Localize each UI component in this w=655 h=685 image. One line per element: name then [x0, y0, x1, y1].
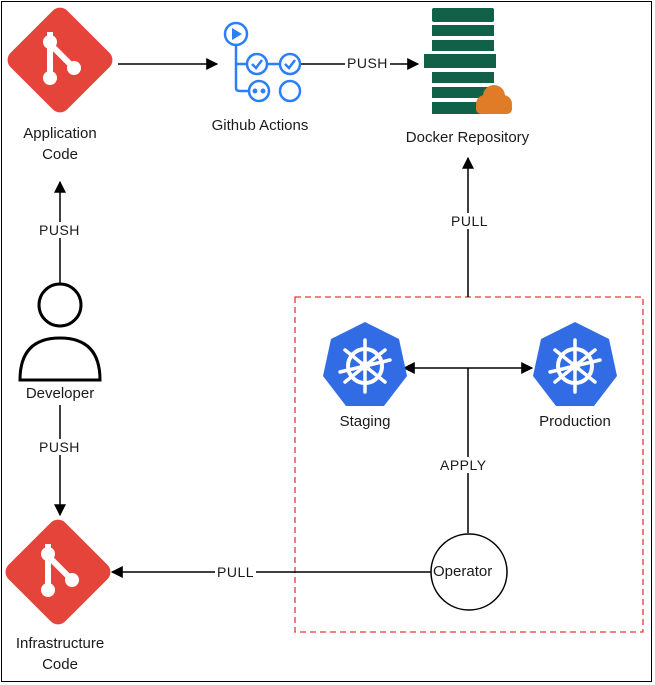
edge-label-pull: PULL	[215, 564, 257, 580]
git-icon	[7, 7, 113, 113]
operator-label: Operator	[433, 563, 493, 580]
edge-label-pull: PULL	[449, 213, 491, 229]
edge-label-apply: APPLY	[438, 457, 489, 473]
github-actions-icon	[223, 21, 302, 103]
kubernetes-icon	[533, 322, 617, 406]
github-actions-label: Github Actions	[211, 117, 309, 134]
developer-label: Developer	[25, 385, 95, 402]
docker-repository-label: Docker Repository	[405, 129, 530, 146]
cloud-icon	[476, 85, 512, 114]
infrastructure-code-label: Infrastructure Code	[15, 635, 105, 673]
production-label: Production	[539, 413, 611, 430]
operator-node	[430, 533, 508, 611]
staging-label: Staging	[339, 413, 391, 430]
person-icon	[18, 282, 102, 382]
docker-repository-icon	[424, 8, 512, 114]
edge-label-push: PUSH	[37, 222, 82, 238]
application-code-label: Application Code	[23, 125, 97, 163]
cluster-boundary	[294, 296, 644, 633]
git-icon	[5, 519, 111, 625]
kubernetes-icon	[323, 322, 407, 406]
edge-label-push: PUSH	[37, 439, 82, 455]
edge-label-push: PUSH	[345, 55, 390, 71]
